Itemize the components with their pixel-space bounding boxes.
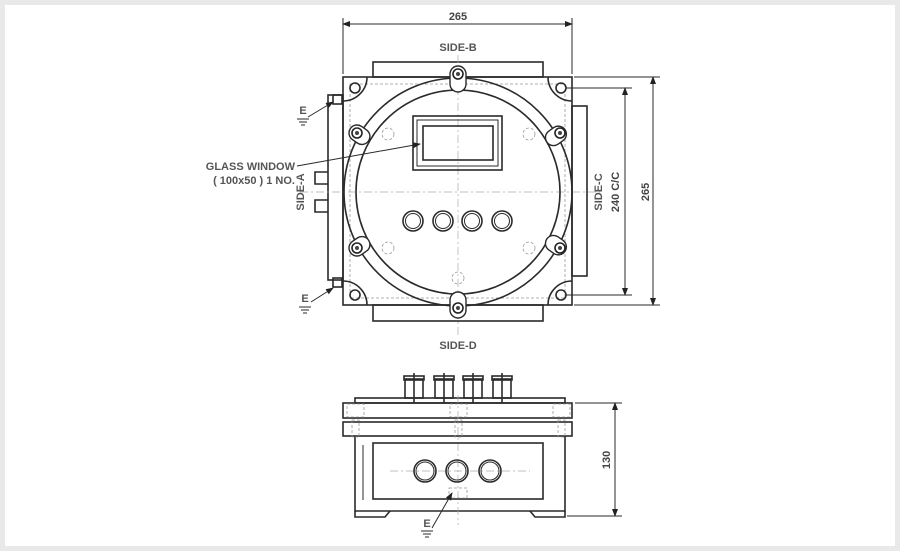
side-height-dim-label: 130 <box>601 451 613 469</box>
side-b-label: SIDE-B <box>439 42 476 54</box>
earth-label-side: E <box>423 518 430 530</box>
top-view: 265 SIDE-B SIDE-D <box>206 11 660 352</box>
bolts <box>348 65 568 319</box>
side-buttons <box>413 459 502 483</box>
side-a-tab <box>314 171 328 213</box>
cable-glands <box>403 373 513 403</box>
ground-icon <box>297 118 309 126</box>
glass-window <box>422 125 494 161</box>
glass-window-leader <box>296 142 421 167</box>
cover-plate <box>342 402 573 419</box>
ground-icon <box>421 530 433 538</box>
side-d-label: SIDE-D <box>439 340 476 352</box>
earth-point-top: E <box>297 94 343 126</box>
earth-label-bottom: E <box>301 293 308 305</box>
drawing-frame <box>5 5 895 546</box>
height-dim-label: 265 <box>640 183 652 201</box>
body-flange <box>342 421 573 437</box>
side-c-flange <box>571 105 588 277</box>
glass-window-frame <box>412 115 503 171</box>
side-c-label: SIDE-C <box>593 173 605 210</box>
side-a-rail <box>327 94 344 281</box>
width-dim-label: 265 <box>449 11 467 23</box>
glass-window-label: GLASS WINDOW <box>206 161 296 173</box>
glass-window-size-label: ( 100x50 ) 1 NO. <box>213 175 295 187</box>
cc-dim-label: 240 C/C <box>610 172 622 212</box>
width-dimension: 265 <box>342 11 573 74</box>
side-a-label: SIDE-A <box>295 173 307 210</box>
side-window <box>372 442 544 500</box>
earth-label-top: E <box>299 105 306 117</box>
right-dimensions: SIDE-C 240 C/C 265 <box>566 76 660 306</box>
side-height-dimension: 130 <box>567 402 622 517</box>
ground-icon <box>299 306 311 314</box>
side-body <box>354 436 566 512</box>
side-view: E 130 <box>342 373 622 538</box>
earth-point-side: E <box>421 492 453 538</box>
push-buttons <box>402 210 513 232</box>
earth-point-bottom: E <box>299 277 343 314</box>
